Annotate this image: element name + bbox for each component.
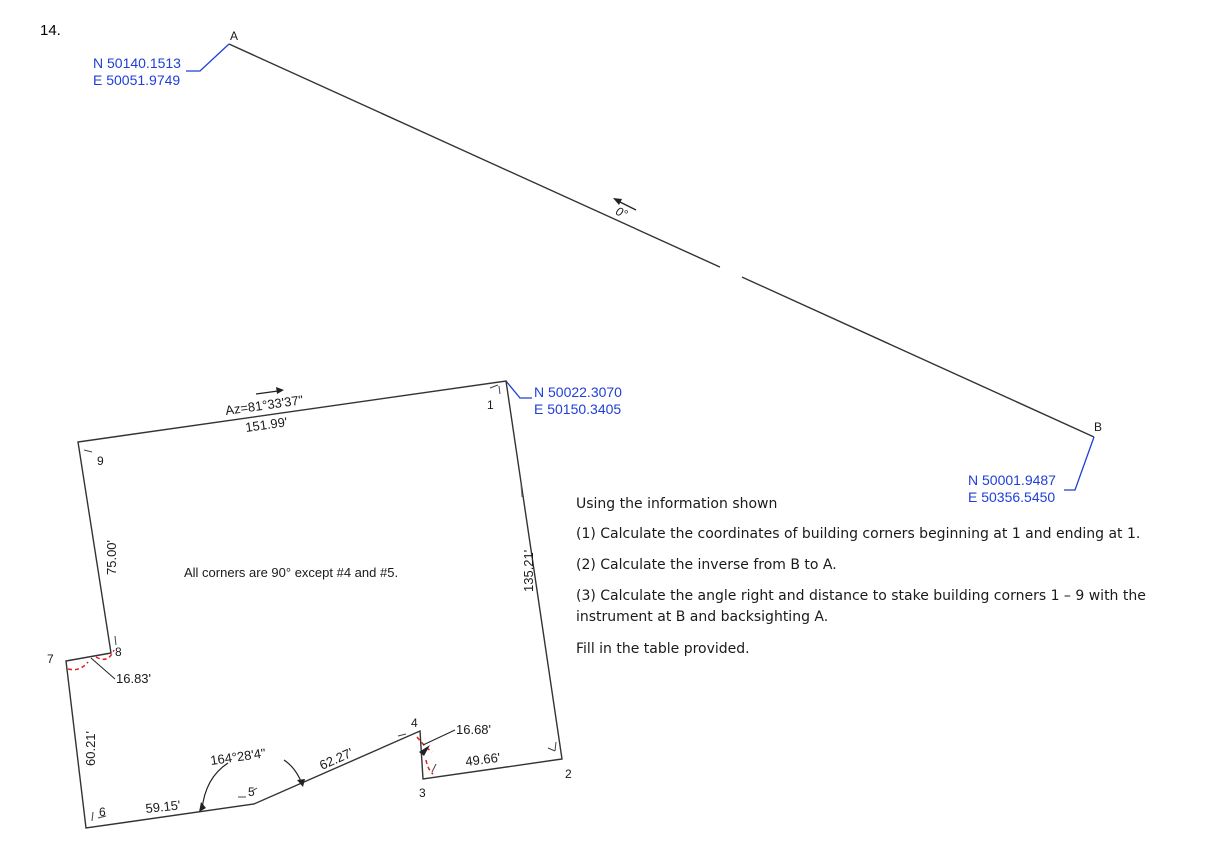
corner-note: All corners are 90° except #4 and #5. xyxy=(184,565,398,580)
instruction-step-1: (1) Calculate the coordinates of buildin… xyxy=(576,526,1141,542)
dim-8-7: 16.83' xyxy=(116,671,151,686)
corner-label-4: 4 xyxy=(411,716,418,730)
corner-label-3: 3 xyxy=(419,786,426,800)
corner-8-mark xyxy=(114,635,117,646)
building-outline xyxy=(65,380,563,829)
angle-arc-8 xyxy=(95,649,115,661)
azimuth-arrow xyxy=(255,390,279,395)
point-a-east: E 50051.9749 xyxy=(93,72,180,88)
corner-label-7: 7 xyxy=(47,652,54,666)
dim-8-7-leader xyxy=(90,657,116,680)
corner-label-2: 2 xyxy=(565,767,572,781)
corner-1-east: E 50150.3405 xyxy=(534,401,621,417)
instruction-step-2: (2) Calculate the inverse from B to A. xyxy=(576,557,837,573)
corner-label-8: 8 xyxy=(115,645,122,659)
angle-5-label: 164°28'4" xyxy=(209,745,267,768)
ab-zero-label: 0° xyxy=(613,204,629,222)
line-a-b xyxy=(228,43,1095,438)
point-a-leader xyxy=(186,43,230,72)
dim-4-3-leader xyxy=(422,729,456,746)
instruction-step-3: (3) Calculate the angle right and distan… xyxy=(576,588,1146,625)
ab-direction-arrowhead xyxy=(613,198,622,205)
line-ab-tick xyxy=(719,265,743,279)
angle-arc-7 xyxy=(67,661,89,671)
corner-label-9: 9 xyxy=(97,454,104,468)
point-b-leader xyxy=(1064,436,1095,491)
corner-2-mark xyxy=(547,741,557,752)
point-b-east: E 50356.5450 xyxy=(968,489,1055,505)
corner-6-mark xyxy=(91,811,107,822)
corner-5-mark xyxy=(238,787,258,798)
corner-label-5: 5 xyxy=(248,785,255,799)
azimuth-label: Az=81°33'37" xyxy=(224,392,304,418)
corner-9-mark xyxy=(83,449,93,453)
dim-4-3: 16.68' xyxy=(456,722,491,737)
angle-arc-4 xyxy=(416,736,433,753)
point-a-label: A xyxy=(230,29,238,43)
angle-arc-3 xyxy=(425,759,434,775)
dim-9-8: 75.00' xyxy=(104,540,119,575)
angle-5-arrowhead-left xyxy=(199,802,206,812)
azimuth-arrowhead xyxy=(276,387,284,394)
corner-1-leader xyxy=(505,380,532,399)
instruction-step-4: Fill in the table provided. xyxy=(576,641,750,657)
angle-5-arc xyxy=(201,762,229,811)
dim-6-5: 59.15' xyxy=(145,797,181,816)
angle-5-arrowhead-right xyxy=(297,779,305,787)
instructions-intro: Using the information shown xyxy=(576,496,778,512)
dim-1-2: 135.21' xyxy=(521,550,536,592)
corner-1-north: N 50022.3070 xyxy=(534,384,622,400)
point-b-label: B xyxy=(1094,420,1102,434)
corner-label-6: 6 xyxy=(99,805,106,819)
question-number: 14. xyxy=(40,22,61,39)
dim-3-2: 49.66' xyxy=(465,750,502,769)
point-a-north: N 50140.1513 xyxy=(93,55,181,71)
dim-1-2-tick xyxy=(520,484,523,498)
corner-4-arrow xyxy=(419,745,430,756)
corner-label-1: 1 xyxy=(487,398,494,412)
dim-1-9: 151.99' xyxy=(244,414,288,435)
dim-7-6: 60.21' xyxy=(83,731,98,766)
point-b-north: N 50001.9487 xyxy=(968,472,1056,488)
corner-4-mark xyxy=(397,733,407,737)
angle-arc-3b xyxy=(431,763,437,773)
corner-1-mark xyxy=(489,384,501,395)
